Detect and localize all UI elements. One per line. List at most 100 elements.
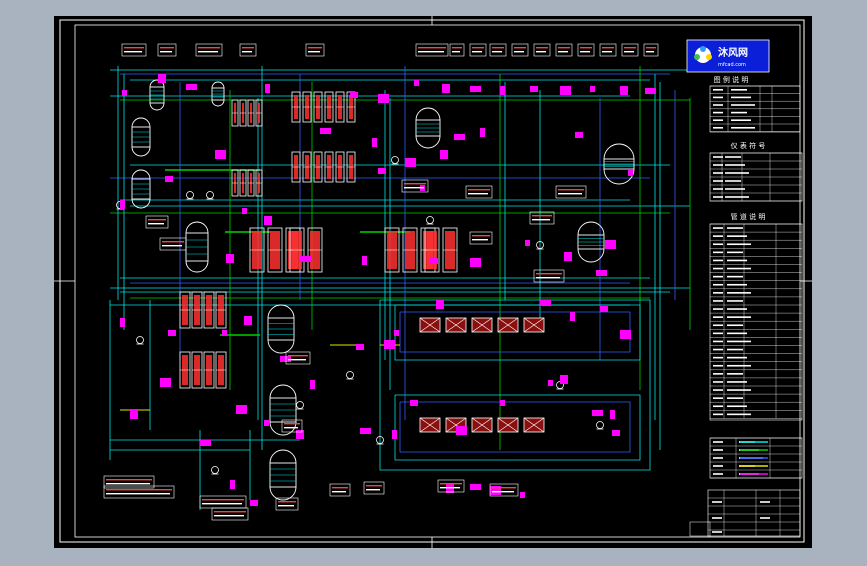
note-frame [577, 43, 595, 57]
table-cell-text [713, 292, 723, 294]
table-cell-text [727, 283, 747, 286]
tag-labels [103, 43, 659, 521]
table-cell-text [727, 389, 751, 391]
pump-icon [346, 371, 354, 380]
note-line [160, 47, 174, 49]
heat-exchanger-bank [179, 291, 227, 329]
tag-marker [590, 86, 595, 92]
tag-marker [372, 138, 377, 147]
note-block [621, 43, 639, 57]
table-cell-text [713, 180, 723, 182]
note-block [103, 485, 175, 499]
table-cell-text [725, 172, 749, 174]
tag-marker [186, 84, 197, 90]
title-block-text [712, 517, 722, 519]
table-cell-text [727, 332, 747, 335]
pump-casing [136, 336, 144, 344]
table-cell-text [731, 104, 755, 106]
revision-box [689, 521, 711, 537]
note-frame [599, 43, 617, 57]
table-cell-text [713, 251, 723, 254]
note-block [401, 179, 429, 193]
note-block [469, 43, 487, 57]
tag-marker [265, 84, 270, 93]
pump-casing [211, 466, 219, 474]
table-cell-text [727, 324, 743, 327]
tag-marker [394, 330, 399, 336]
vessel-top [131, 117, 151, 128]
table-cell-text [713, 348, 723, 351]
table-cell-text [731, 96, 751, 99]
table-cell-text [713, 397, 723, 399]
pipe-color-key-rows [710, 437, 802, 479]
instrument-rows [710, 152, 802, 202]
note-line [624, 47, 636, 49]
title-block-text [760, 517, 770, 519]
note-block [555, 185, 587, 199]
tag-marker [446, 484, 454, 493]
tag-marker [360, 428, 371, 434]
tag-marker [226, 254, 234, 263]
vessel [131, 117, 151, 157]
tag-marker [500, 400, 505, 406]
note-line [492, 487, 516, 489]
tag-marker [320, 128, 331, 134]
vessel-top [149, 79, 165, 88]
table-cell-text [727, 364, 751, 367]
table-cell-text [725, 188, 745, 190]
tag-marker [600, 306, 608, 312]
train-cross [497, 417, 519, 433]
pump-icon [136, 336, 144, 345]
table-cell-text [713, 156, 723, 158]
note-block [285, 351, 311, 365]
table-cell-text [727, 300, 743, 302]
note-line [624, 51, 634, 53]
note-line [278, 505, 294, 507]
note-line [558, 189, 584, 191]
table-cell-text [727, 340, 751, 343]
table-cell-text [713, 283, 723, 286]
table-cell-text [713, 89, 723, 91]
note-line [214, 511, 246, 513]
note-block [145, 215, 169, 229]
logo-mark-icon [694, 46, 712, 63]
table-cell-text [713, 172, 723, 174]
note-line [242, 51, 252, 53]
table-cell-text [731, 127, 755, 129]
tag-marker [296, 430, 304, 439]
train-cross [445, 317, 467, 333]
note-block [529, 211, 555, 225]
tag-marker [560, 86, 571, 95]
note-line [418, 47, 446, 49]
vessel-bottom [211, 99, 225, 107]
pump-casing [596, 421, 604, 429]
note-frame [437, 479, 465, 493]
tag-marker [200, 440, 211, 446]
heat-exchanger-bank [179, 351, 227, 389]
note-frame [363, 481, 385, 495]
tag-marker [392, 430, 397, 439]
tag-marker [222, 330, 227, 336]
vessel-top [269, 384, 297, 399]
tag-marker [168, 330, 176, 336]
note-line [418, 51, 444, 53]
note-block [489, 43, 507, 57]
train-cross [523, 317, 545, 333]
note-frame [211, 507, 249, 521]
note-block [103, 475, 155, 489]
tag-marker [605, 240, 616, 249]
pipe-rows [710, 223, 802, 419]
pump-casing [426, 216, 434, 224]
table-cell-text [713, 111, 723, 114]
vessel [267, 304, 295, 354]
note-line [514, 47, 526, 49]
table-cell-text [713, 96, 723, 99]
table-cell-text [713, 413, 723, 416]
note-line [602, 47, 614, 49]
table-cell-text [713, 235, 723, 237]
note-line [492, 491, 514, 493]
tag-marker [456, 426, 467, 435]
vessel-bottom [577, 248, 605, 263]
note-line [148, 219, 166, 221]
